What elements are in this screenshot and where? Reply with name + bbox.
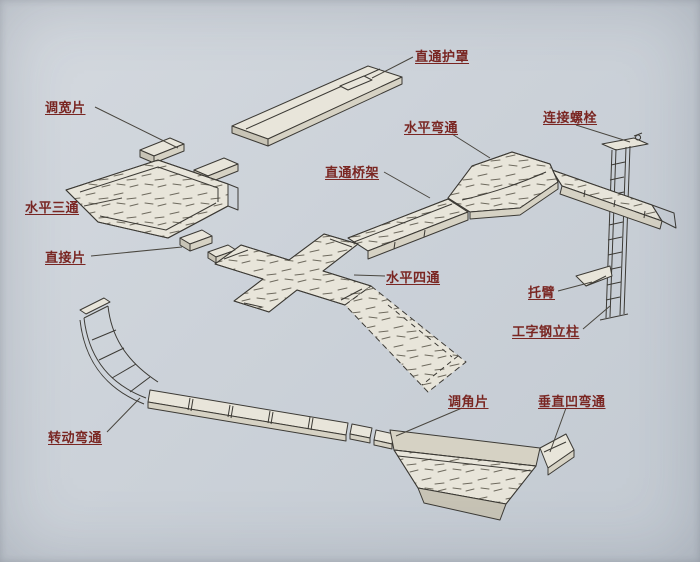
label-horizontal-cross: 水平四通 <box>386 271 441 286</box>
leader-lines <box>83 56 631 453</box>
label-bracket-arm: 托臂 <box>528 286 556 301</box>
label-i-beam-column: 工字钢立柱 <box>512 325 580 340</box>
width-adjust-pieces <box>139 137 239 184</box>
tee-piece <box>65 159 239 239</box>
lower-dashed-tray <box>344 285 467 393</box>
label-rotating-bend: 转动弯通 <box>48 431 103 446</box>
label-width-adjust: 调宽片 <box>45 101 86 116</box>
i-beam-column <box>599 132 649 321</box>
label-horizontal-tee: 水平三通 <box>25 201 80 216</box>
label-vertical-concave-bend: 垂直凹弯通 <box>538 395 606 410</box>
concave-bend-piece <box>389 429 575 521</box>
angle-adjust-pieces <box>349 423 395 450</box>
label-connecting-bolt: 连接螺栓 <box>543 111 598 126</box>
rotating-bend-piece <box>79 297 159 405</box>
cross-piece <box>214 233 372 313</box>
cover-piece <box>231 65 403 147</box>
label-direct-piece: 直接片 <box>45 251 86 266</box>
straight-tray-piece <box>347 198 469 260</box>
right-tray <box>551 169 677 230</box>
label-horizontal-bend: 水平弯通 <box>404 121 459 136</box>
label-cover: 直通护罩 <box>415 50 470 65</box>
bracket-arm <box>575 265 613 287</box>
link-chain <box>147 389 349 442</box>
label-straight-tray: 直通桥架 <box>325 166 380 181</box>
horizontal-bend-piece <box>447 151 559 220</box>
label-angle-adjust: 调角片 <box>448 395 489 410</box>
